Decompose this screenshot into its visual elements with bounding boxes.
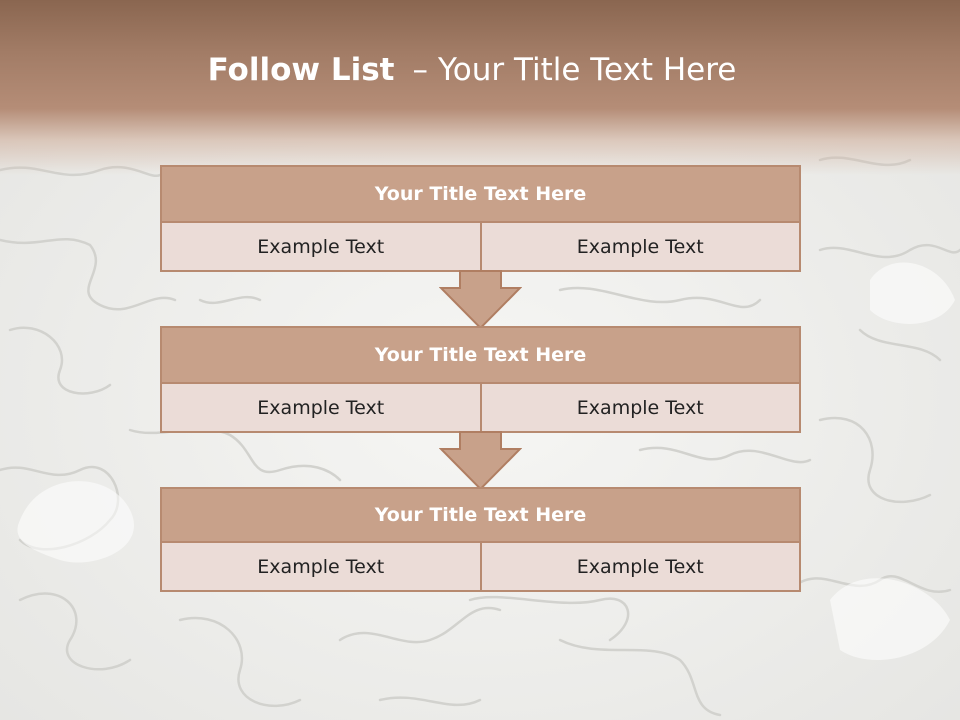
block-row: Example Text Example Text [160, 223, 801, 272]
list-block-1: Your Title Text Here Example Text Exampl… [160, 165, 801, 272]
block-title: Your Title Text Here [160, 326, 801, 384]
block-cell-right: Example Text [479, 384, 799, 431]
block-cell-left: Example Text [162, 384, 480, 431]
down-arrow-icon [439, 431, 522, 491]
header-band [0, 0, 960, 175]
block-row: Example Text Example Text [160, 384, 801, 433]
block-cell-right: Example Text [479, 543, 799, 590]
block-row: Example Text Example Text [160, 543, 801, 592]
block-cell-right: Example Text [479, 223, 799, 270]
block-cell-left: Example Text [162, 223, 480, 270]
down-arrow-icon [439, 270, 522, 330]
block-cell-left: Example Text [162, 543, 480, 590]
slide-title-bold: Follow List [207, 52, 395, 88]
block-title: Your Title Text Here [160, 165, 801, 223]
slide-title: Follow List–Your Title Text Here [0, 52, 944, 88]
list-block-3: Your Title Text Here Example Text Exampl… [160, 487, 801, 592]
slide-title-separator: – [412, 52, 428, 88]
slide-title-rest: Your Title Text Here [437, 52, 737, 88]
list-block-2: Your Title Text Here Example Text Exampl… [160, 326, 801, 433]
block-title: Your Title Text Here [160, 487, 801, 543]
